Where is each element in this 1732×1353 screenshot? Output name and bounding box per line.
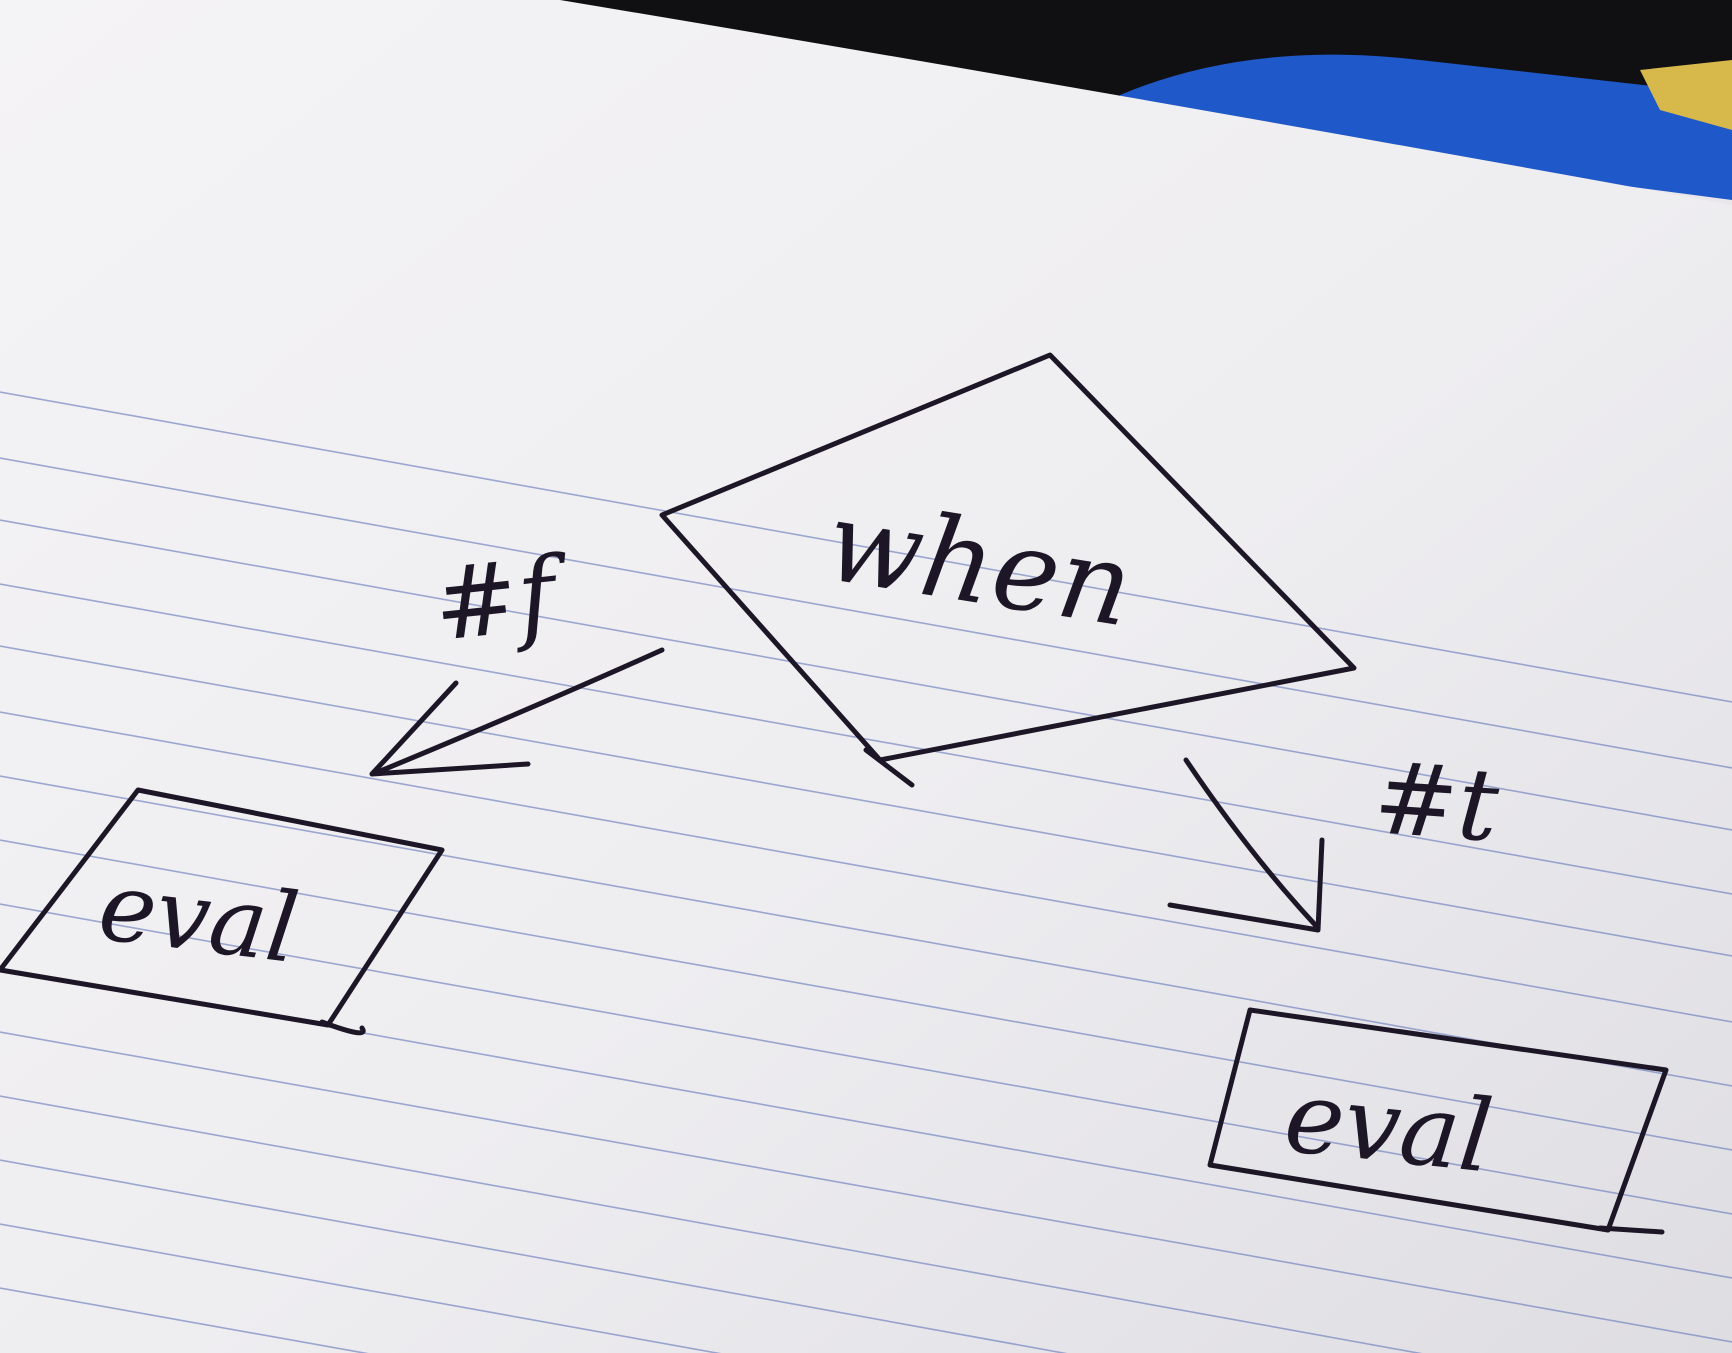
false-arrow-shaft bbox=[375, 647, 665, 775]
yellow-object bbox=[1640, 60, 1732, 130]
true-eval-label: eval bbox=[1279, 1058, 1497, 1196]
rule-line bbox=[0, 903, 1732, 1215]
true-branch: #t bbox=[1167, 739, 1503, 933]
rule-line bbox=[0, 1223, 722, 1353]
rule-line bbox=[0, 1031, 1732, 1343]
decision-diamond-shape bbox=[863, 747, 915, 788]
rule-line bbox=[0, 391, 1732, 703]
true-arrow-head bbox=[1167, 837, 1325, 933]
rule-line bbox=[0, 519, 1732, 831]
rule-line bbox=[0, 457, 1732, 769]
rule-line bbox=[0, 1287, 369, 1353]
false-eval-box bbox=[319, 1019, 366, 1036]
false-arrow-head bbox=[369, 680, 531, 777]
rule-line bbox=[0, 839, 1732, 1151]
false-eval-label: eval bbox=[93, 850, 304, 985]
rule-line bbox=[0, 1159, 1068, 1353]
false-eval-node: eval bbox=[0, 787, 445, 1036]
rule-line bbox=[0, 645, 1732, 957]
rule-line bbox=[0, 1095, 1423, 1353]
blue-object bbox=[1120, 54, 1732, 201]
rule-line bbox=[0, 583, 1732, 895]
true-arrow-shaft bbox=[1183, 757, 1321, 931]
true-branch-label: #t bbox=[1370, 739, 1503, 864]
rule-line bbox=[0, 775, 1732, 1087]
true-eval-node: eval bbox=[1207, 1007, 1669, 1235]
rule-line bbox=[0, 711, 1732, 1023]
true-eval-box bbox=[1597, 1225, 1665, 1235]
